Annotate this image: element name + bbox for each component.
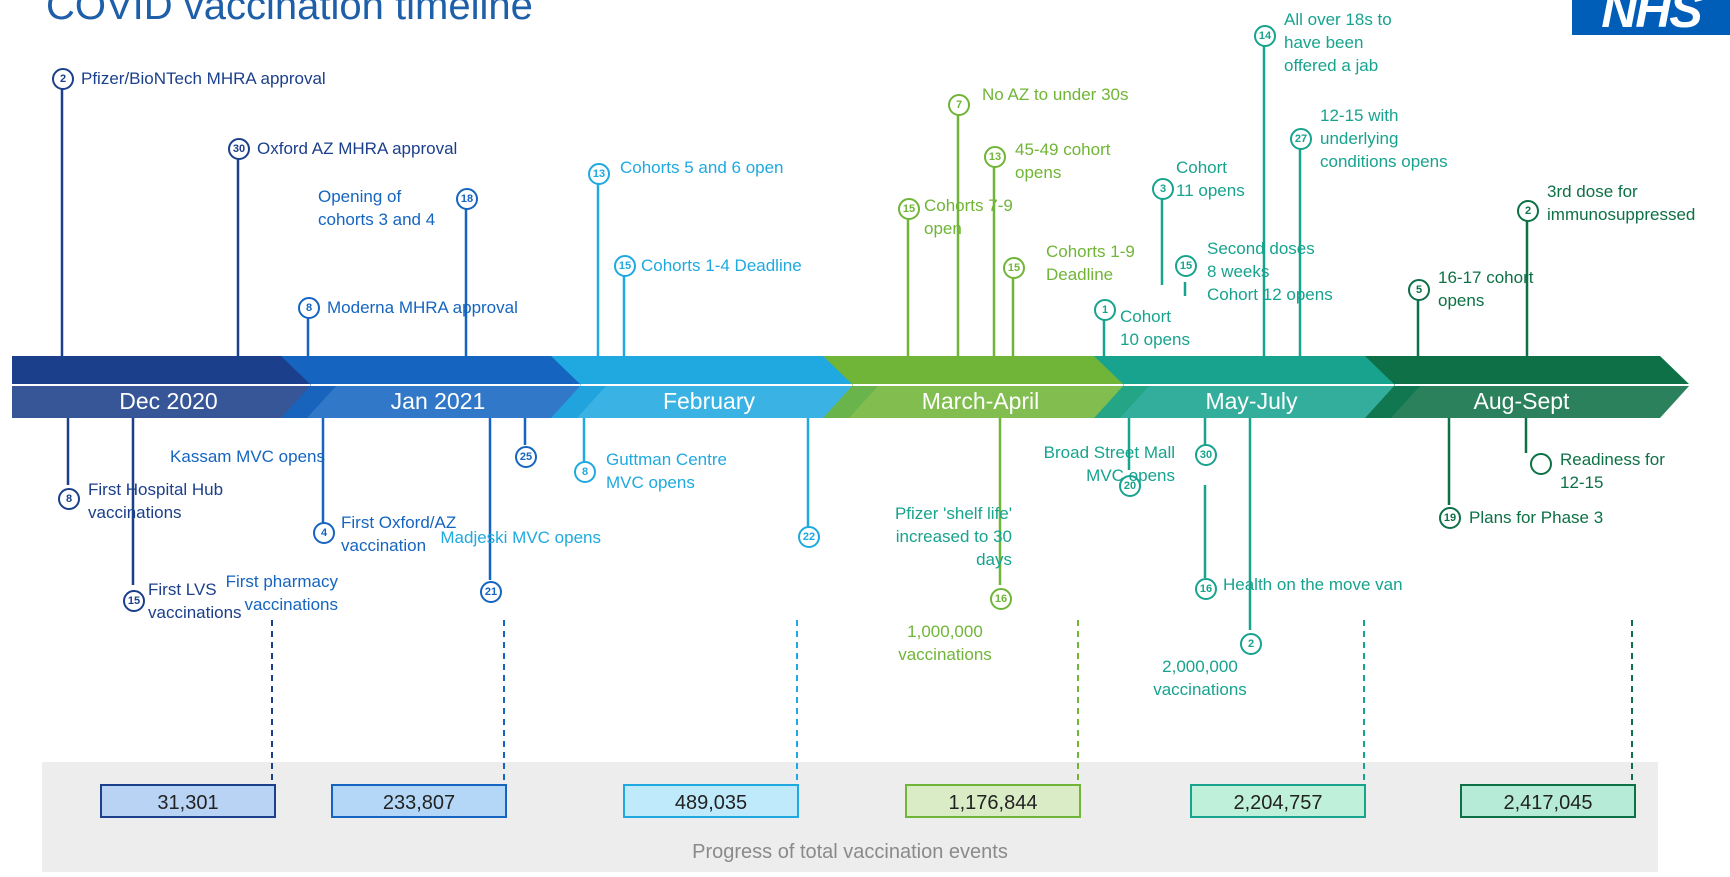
page-title: COVID vaccination timeline (46, 0, 533, 28)
below-event-label: Madjeski MVC opens (440, 528, 601, 547)
date-badge: 30 (1195, 444, 1217, 466)
date-badge: 14 (1254, 25, 1276, 47)
chevron-bottom-aug (1365, 385, 1690, 418)
totals-band (42, 762, 1658, 872)
nhs-logo: NHS (1572, 0, 1730, 35)
period-label-mar: March-April (921, 388, 1040, 414)
chevron-top-jan (281, 356, 607, 385)
above-event-label: Cohorts 5 and 6 open (620, 158, 784, 177)
below-event-label: Plans for Phase 3 (1469, 508, 1604, 527)
chevron-bottom-dec (12, 385, 337, 418)
date-badge: 22 (798, 526, 820, 548)
date-badge: 13 (984, 146, 1006, 168)
date-badge: 27 (1290, 128, 1312, 150)
date-badge: 5 (1408, 279, 1430, 301)
progress-label: Progress of total vaccination events (692, 841, 1008, 863)
date-badge: 21 (480, 581, 502, 603)
chevron-top-aug (1365, 356, 1690, 385)
date-badge: 18 (456, 188, 478, 210)
chevron-top-may (1094, 356, 1421, 385)
date-badge: 19 (1439, 507, 1461, 529)
date-badge: 2 (52, 68, 74, 90)
total-box: 31,301 (100, 784, 276, 818)
chevron-top-feb (551, 356, 879, 385)
chevron-top-dec (12, 356, 337, 385)
date-badge: 2 (1240, 633, 1262, 655)
date-badge: 3 (1152, 178, 1174, 200)
total-box: 2,204,757 (1190, 784, 1366, 818)
below-event-label: Kassam MVC opens (170, 447, 325, 466)
total-box: 489,035 (623, 784, 799, 818)
above-event-label: Moderna MHRA approval (327, 298, 518, 317)
above-event-label: Pfizer/BioNTech MHRA approval (81, 69, 326, 88)
period-label-may: May-July (1205, 388, 1298, 414)
date-badge: 13 (588, 163, 610, 185)
date-badge: 16 (990, 588, 1012, 610)
chevron-top-mar (823, 356, 1150, 385)
date-badge: 7 (948, 94, 970, 116)
date-badge: 1 (1094, 299, 1116, 321)
date-badge: 4 (313, 522, 335, 544)
above-event-label: Oxford AZ MHRA approval (257, 139, 458, 158)
date-badge: 20 (1119, 475, 1141, 497)
above-event-label: No AZ to under 30s (982, 85, 1129, 104)
date-badge: 15 (123, 590, 145, 612)
date-badge: 16 (1195, 578, 1217, 600)
date-badge: 8 (58, 488, 80, 510)
date-badge (1530, 453, 1552, 475)
chevron-bottom-may (1094, 385, 1421, 418)
total-box: 233,807 (331, 784, 507, 818)
chevron-bottom-feb (551, 385, 879, 418)
date-badge: 30 (228, 138, 250, 160)
date-badge: 15 (898, 198, 920, 220)
date-badge: 2 (1517, 200, 1539, 222)
period-label-jan: Jan 2021 (390, 388, 486, 414)
period-label-dec: Dec 2020 (119, 388, 218, 414)
total-box: 1,176,844 (905, 784, 1081, 818)
date-badge: 15 (1003, 257, 1025, 279)
date-badge: 25 (515, 446, 537, 468)
date-badge: 8 (298, 297, 320, 319)
chevron-bottom-mar (823, 385, 1150, 418)
below-event-label: Health on the move van (1223, 575, 1403, 594)
date-badge: 8 (574, 461, 596, 483)
chevron-bottom-jan (281, 385, 607, 418)
period-label-aug: Aug-Sept (1473, 388, 1570, 414)
date-badge: 15 (614, 255, 636, 277)
above-event-label: Cohorts 1-4 Deadline (641, 256, 802, 275)
date-badge: 15 (1175, 255, 1197, 277)
total-box: 2,417,045 (1460, 784, 1636, 818)
period-label-feb: February (662, 388, 756, 414)
